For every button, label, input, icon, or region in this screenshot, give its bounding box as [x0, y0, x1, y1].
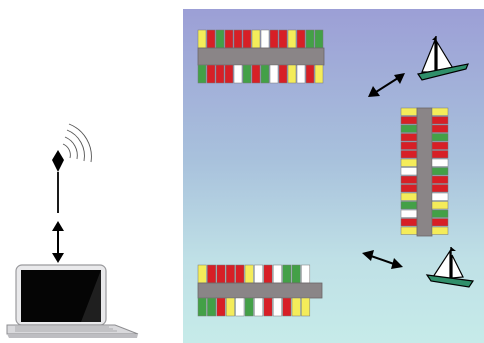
boat-slip	[432, 151, 448, 159]
boat-slip	[315, 30, 323, 48]
boat-slip	[432, 168, 448, 176]
boat-slip	[432, 210, 448, 218]
boat-slip	[432, 142, 448, 150]
boat-slip	[401, 108, 417, 116]
boat-slip	[432, 108, 448, 116]
boat-slip	[432, 117, 448, 125]
boat-slip	[315, 65, 323, 83]
boat-slip	[306, 30, 314, 48]
boat-slip	[432, 227, 448, 235]
boat-slip	[432, 185, 448, 193]
boat-slip	[234, 30, 242, 48]
sailboat-icon	[418, 36, 468, 80]
boat-slip	[198, 265, 206, 283]
boat-slip	[401, 193, 417, 201]
boat-slip	[301, 298, 309, 316]
sailboat-icon	[427, 247, 473, 287]
boat-slip	[401, 210, 417, 218]
boat-slip	[301, 265, 309, 283]
boat-slip	[432, 219, 448, 227]
boat-slip	[254, 298, 262, 316]
boat-slip	[288, 30, 296, 48]
boat-slip	[401, 202, 417, 210]
dock-pier	[198, 48, 324, 65]
boat-slip	[432, 159, 448, 167]
dock-top-left	[198, 30, 324, 83]
boat-slip	[236, 298, 244, 316]
boat-slip	[401, 159, 417, 167]
boat-slip	[216, 30, 224, 48]
boat-slip	[401, 134, 417, 142]
boat-slip	[401, 227, 417, 235]
boat-slip	[217, 265, 225, 283]
dock-pier	[198, 283, 322, 298]
double-headed-arrow-icon	[362, 250, 403, 269]
double-headed-arrow-icon	[368, 73, 405, 97]
boat-slip	[432, 193, 448, 201]
boat-slip	[432, 125, 448, 133]
boat-slip	[216, 65, 224, 83]
boat-slip	[283, 298, 291, 316]
boat-slip	[401, 151, 417, 159]
boat-slip	[198, 65, 206, 83]
boat-slip	[401, 125, 417, 133]
boat-slip	[217, 298, 225, 316]
boat-slip	[236, 265, 244, 283]
boat-slip	[226, 265, 234, 283]
boat-slip	[261, 65, 269, 83]
boat-slip	[243, 30, 251, 48]
boat-slip	[243, 65, 251, 83]
dock-pier	[417, 108, 432, 236]
boat-slip	[401, 176, 417, 184]
boat-slip	[273, 265, 281, 283]
boat-slip	[288, 65, 296, 83]
boat-slip	[207, 265, 215, 283]
boat-slip	[207, 65, 215, 83]
boat-slip	[401, 168, 417, 176]
boat-slip	[261, 30, 269, 48]
boat-slip	[306, 65, 314, 83]
boat-slip	[401, 117, 417, 125]
boat-slip	[207, 298, 215, 316]
boat-slip	[292, 265, 300, 283]
boat-slip	[297, 30, 305, 48]
boat-slip	[252, 65, 260, 83]
boat-slip	[270, 65, 278, 83]
boat-slip	[279, 30, 287, 48]
boat-slip	[432, 134, 448, 142]
boat-slip	[234, 65, 242, 83]
boat-slip	[297, 65, 305, 83]
boat-slip	[273, 298, 281, 316]
boat-slip	[432, 202, 448, 210]
boat-slip	[245, 265, 253, 283]
boat-slip	[225, 65, 233, 83]
boat-slip	[432, 176, 448, 184]
boat-slip	[198, 30, 206, 48]
boat-slip	[252, 30, 260, 48]
boat-slip	[264, 298, 272, 316]
boat-slip	[283, 265, 291, 283]
dock-right-vertical	[401, 108, 448, 236]
boat-slip	[207, 30, 215, 48]
boat-slip	[292, 298, 300, 316]
boat-slip	[401, 142, 417, 150]
boat-slip	[254, 265, 262, 283]
dock-bottom-left	[198, 265, 322, 316]
boat-slip	[225, 30, 233, 48]
boat-slip	[245, 298, 253, 316]
boat-slip	[198, 298, 206, 316]
boat-slip	[401, 185, 417, 193]
boat-slip	[401, 219, 417, 227]
boat-slip	[270, 30, 278, 48]
boat-slip	[264, 265, 272, 283]
boat-slip	[279, 65, 287, 83]
boat-slip	[226, 298, 234, 316]
